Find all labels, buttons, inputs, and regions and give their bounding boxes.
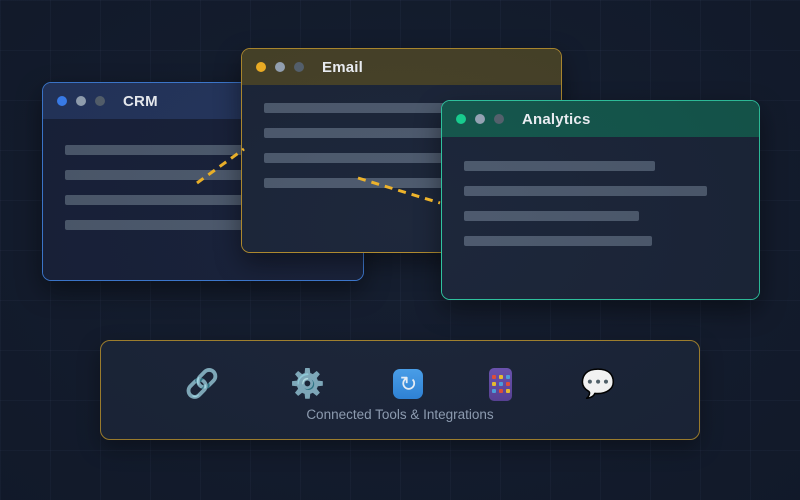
window-maximize-dot[interactable]: [95, 96, 105, 106]
content-line: [264, 103, 512, 113]
app-dot: [491, 375, 496, 379]
app-dot: [498, 375, 503, 379]
window-analytics-body: [442, 137, 759, 299]
app-dot: [505, 382, 510, 386]
content-line: [464, 161, 656, 171]
window-email-titlebar[interactable]: Email: [242, 49, 561, 85]
window-analytics-titlebar[interactable]: Analytics: [442, 101, 759, 137]
window-email-title: Email: [322, 58, 364, 76]
window-maximize-dot[interactable]: [294, 62, 304, 72]
window-minimize-dot[interactable]: [76, 96, 86, 106]
app-dot: [498, 382, 503, 386]
window-controls: [256, 62, 304, 72]
window-minimize-dot[interactable]: [475, 114, 485, 124]
content-line: [464, 211, 639, 221]
content-line: [264, 128, 512, 138]
window-controls: [456, 114, 504, 124]
window-minimize-dot[interactable]: [275, 62, 285, 72]
window-close-dot[interactable]: [456, 114, 466, 124]
window-analytics-title: Analytics: [522, 110, 591, 128]
gear-icon[interactable]: ⚙️: [290, 368, 326, 399]
integrations-label: Connected Tools & Integrations: [306, 407, 494, 422]
app-dot: [491, 389, 496, 393]
content-line: [65, 170, 308, 180]
window-controls: [57, 96, 105, 106]
integrations-icon-row: 🔗 ⚙️ ↻ 💬: [101, 365, 699, 403]
mobile-apps-icon[interactable]: [489, 367, 513, 401]
app-dot: [498, 389, 503, 393]
app-dot: [505, 375, 510, 379]
app-grid: [491, 375, 510, 393]
content-line: [65, 145, 281, 155]
app-dot: [505, 389, 510, 393]
window-crm-title: CRM: [123, 92, 158, 110]
window-analytics[interactable]: Analytics: [441, 100, 760, 300]
window-maximize-dot[interactable]: [494, 114, 504, 124]
chat-icon[interactable]: 💬: [580, 368, 616, 399]
sync-icon[interactable]: ↻: [393, 369, 424, 399]
content-line: [464, 236, 653, 246]
window-close-dot[interactable]: [256, 62, 266, 72]
content-line: [464, 186, 707, 196]
content-line: [65, 195, 314, 205]
window-close-dot[interactable]: [57, 96, 67, 106]
content-line: [65, 220, 292, 230]
integrations-panel: 🔗 ⚙️ ↻ 💬 Connected Tools & Integrat: [100, 340, 700, 440]
app-dot: [491, 382, 496, 386]
content-line: [264, 153, 512, 163]
link-icon[interactable]: 🔗: [184, 368, 220, 399]
